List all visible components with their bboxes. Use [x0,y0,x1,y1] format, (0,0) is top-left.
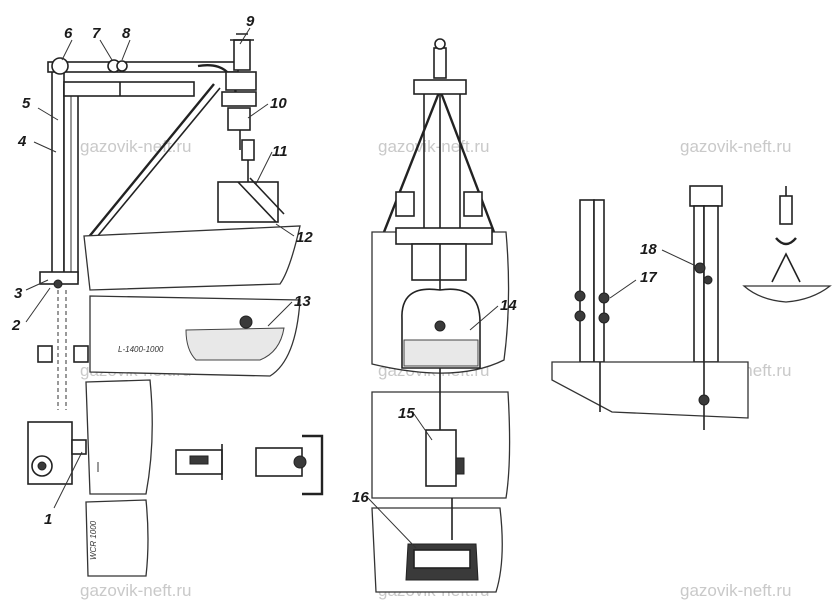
callout-9: 9 [246,13,255,30]
callout-17: 17 [640,269,657,286]
watermark-1: gazovik-neft.ru [80,137,192,156]
watermark-3: gazovik-neft.ru [680,137,792,156]
diagonal-brace [87,83,215,239]
callout-labels: 1 2 3 4 5 6 7 8 9 10 11 12 13 14 15 16 1… [11,13,657,528]
hoist-motor [225,71,257,91]
callout-15: 15 [398,405,415,422]
callout-8: 8 [122,25,131,42]
tripod-head [433,47,447,79]
hoist-gear [221,91,257,107]
ground-slab [551,361,749,419]
callout-2: 2 [11,317,21,334]
pipe-17a [579,199,595,363]
callout-1: 1 [44,511,52,528]
callout-13: 13 [294,293,311,310]
joint-6 [51,57,69,75]
watermark-2: gazovik-neft.ru [378,137,490,156]
callout-10: 10 [270,95,287,112]
gearbox-1 [27,421,73,485]
joint-8 [116,60,128,72]
callout-18: 18 [640,241,657,258]
rock-mass-1 [85,379,153,495]
callout-3: 3 [14,285,23,302]
bucket-11 [217,181,279,223]
callout-7: 7 [92,25,101,42]
callout-5: 5 [22,95,31,112]
callout-6: 6 [64,25,73,42]
tripod-leg-right [438,89,496,233]
collar-plate [395,227,493,245]
callout-11: 11 [272,143,288,160]
vessel-13 [185,327,285,361]
watermark-7: gazovik-neft.ru [80,581,192,600]
vessel-13-label: L-1400-1000 [118,345,164,354]
lower-beam [63,81,195,97]
watermark-9: gazovik-neft.ru [680,581,792,600]
top-beam [47,61,239,73]
hook-block [241,139,255,161]
callout-12: 12 [296,229,313,246]
right-assembly [551,185,832,430]
leader-lines [25,27,697,549]
pipe-head [689,185,723,207]
hook-plate [742,285,832,303]
callout-4: 4 [17,133,27,150]
left-assembly: L-1400-1000 WCR 1000 [27,33,324,577]
rock-mass-12 [83,225,301,291]
hoist-drum [227,107,251,131]
rock-mass-1b [85,499,149,577]
hoist-top [233,39,251,71]
middle-assembly [371,38,511,593]
column-outer [51,69,65,281]
bottom-tag: WCR 1000 [89,520,98,560]
callout-14: 14 [500,297,517,314]
callout-16: 16 [352,489,369,506]
tripod-leg-left [382,89,442,233]
